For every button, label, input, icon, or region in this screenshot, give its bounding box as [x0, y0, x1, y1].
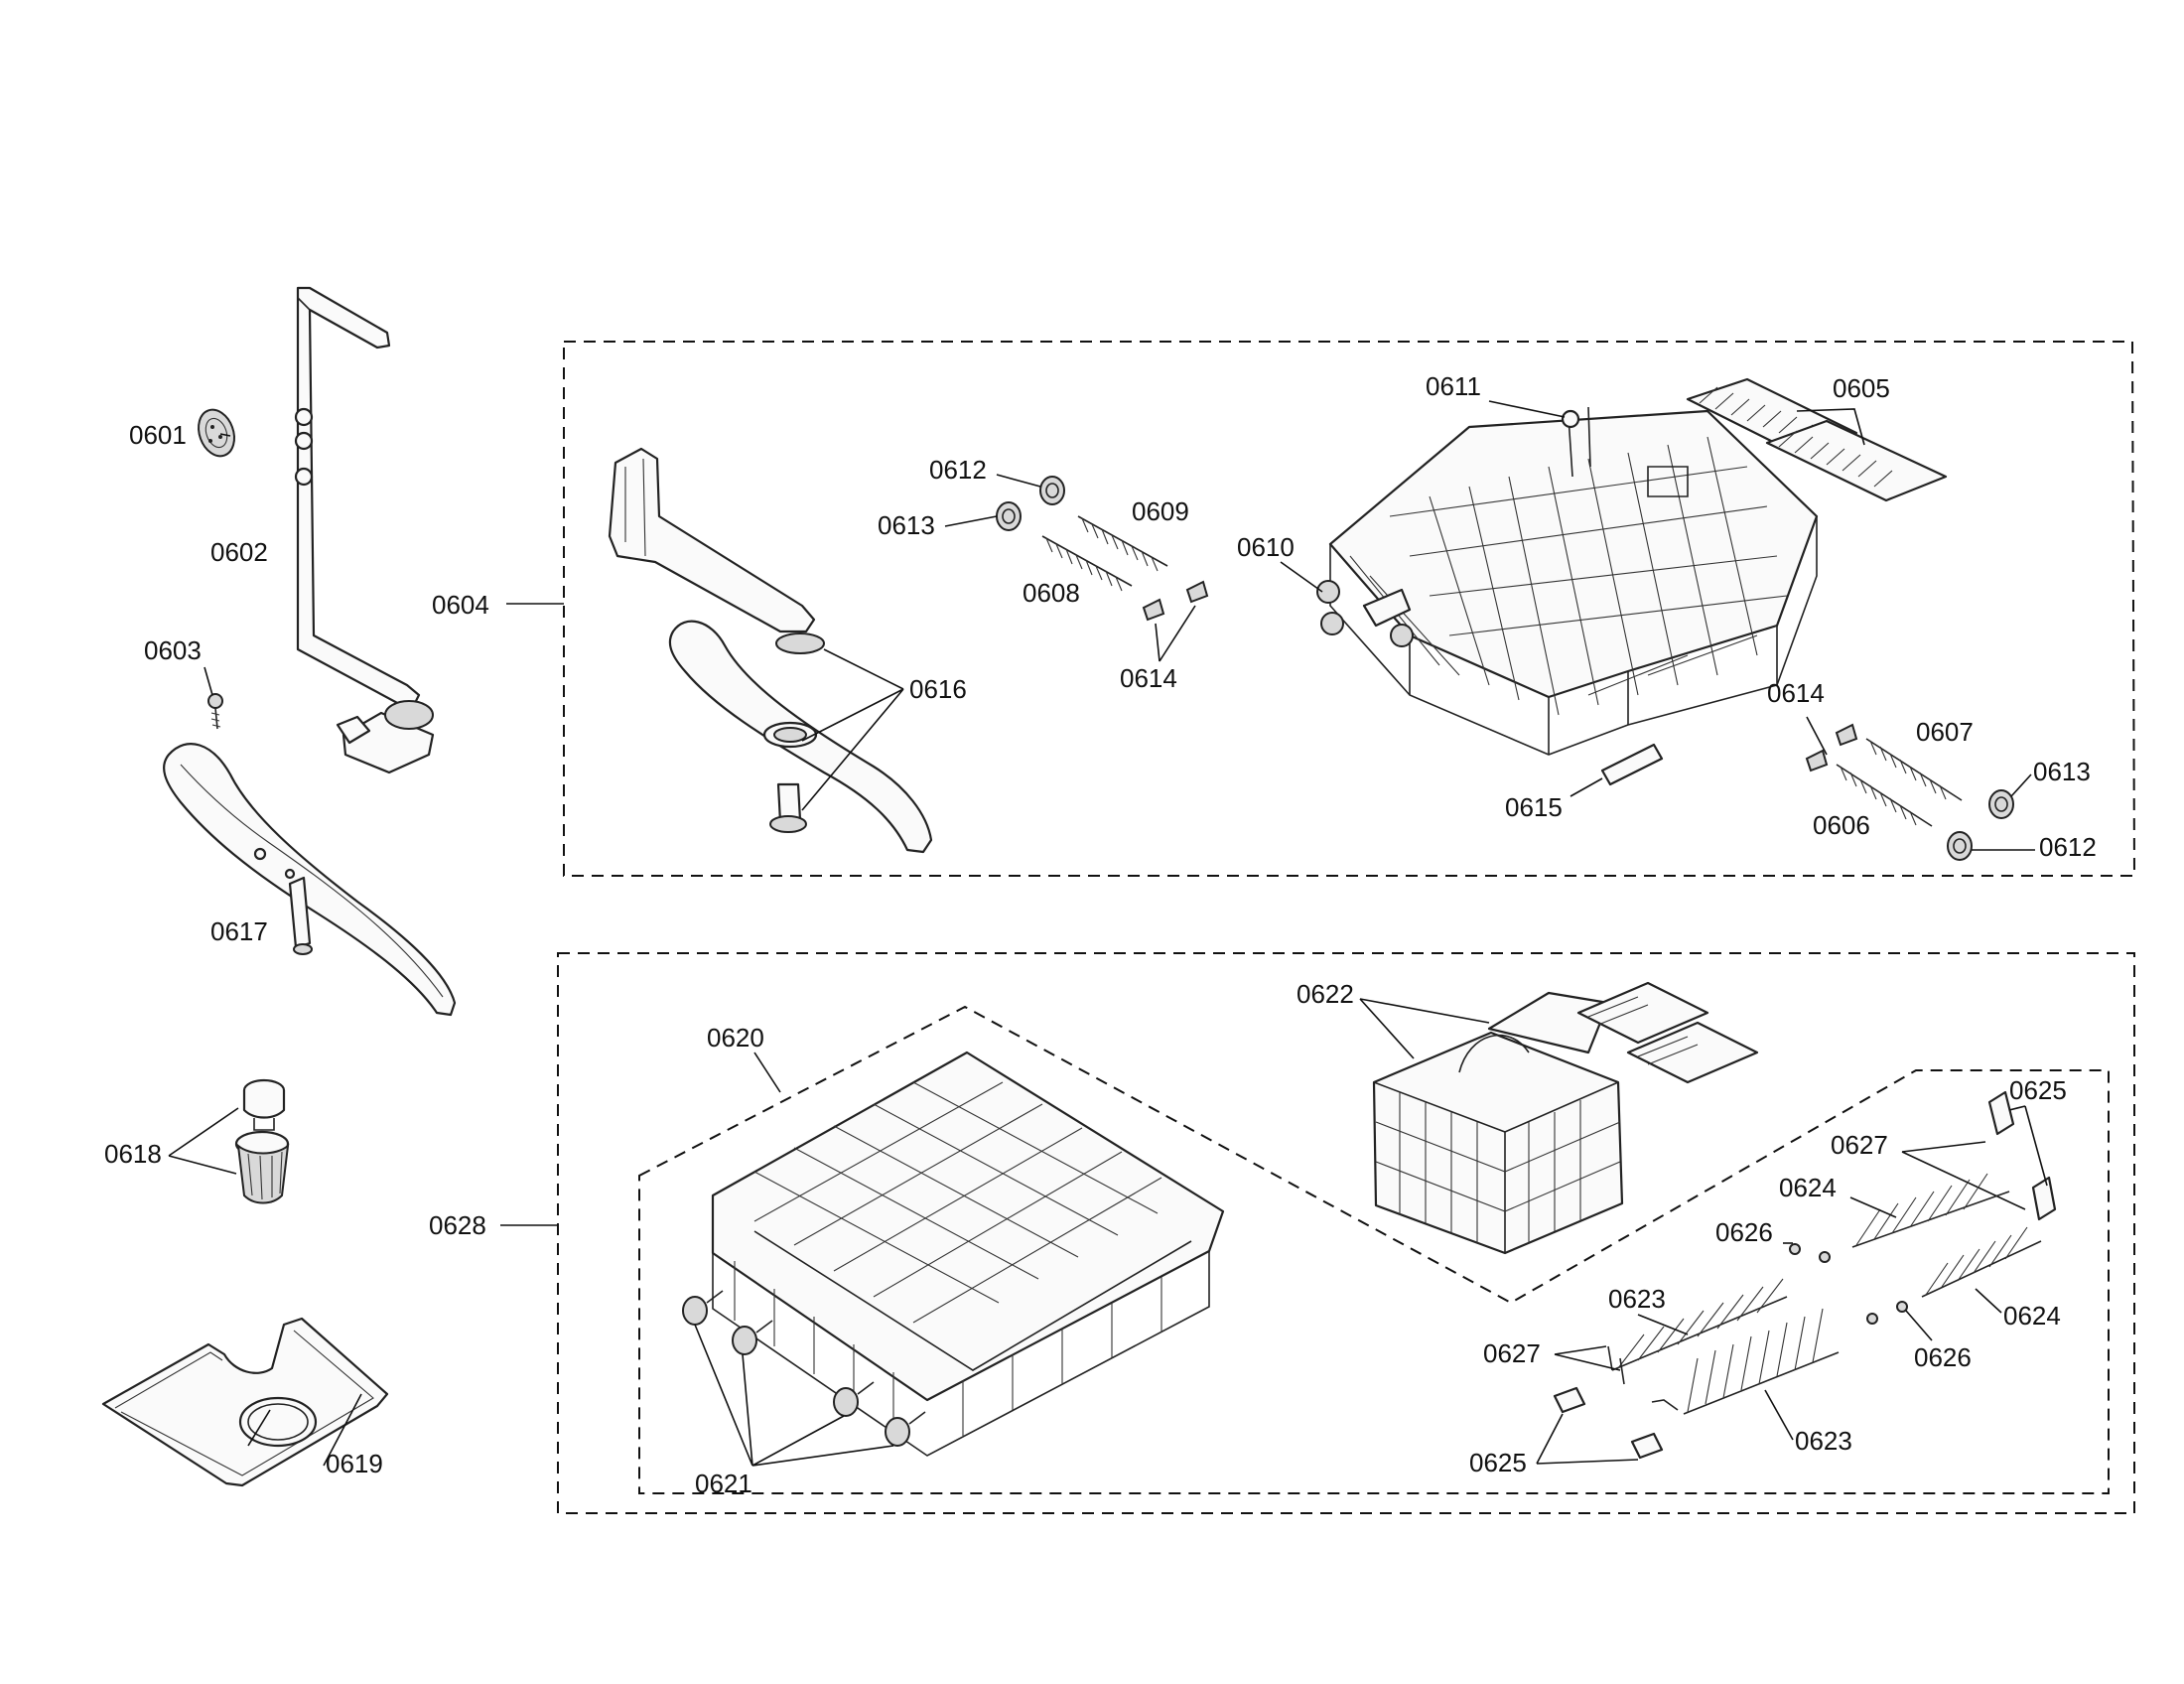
label-0617: 0617: [210, 916, 268, 946]
label-0624-upper: 0624: [1779, 1173, 1837, 1202]
part-0623-tine-row-upper: [1611, 1278, 1788, 1371]
part-0616-upper-spray-arm: [608, 447, 933, 854]
part-0615-handle: [1600, 743, 1664, 786]
label-0621: 0621: [695, 1469, 752, 1498]
part-0606-shelf: [1836, 764, 1933, 827]
label-0619: 0619: [326, 1449, 383, 1478]
part-0619-filter-plate: [101, 1317, 389, 1487]
label-0627-lower: 0627: [1483, 1338, 1541, 1368]
lower-rack-inner-outline: [638, 1005, 2110, 1494]
label-0613-right: 0613: [2033, 757, 2091, 786]
label-0602: 0602: [210, 537, 268, 567]
label-0614-upper: 0614: [1120, 663, 1177, 693]
part-0617-lower-spray-arm: [163, 743, 457, 1017]
part-0627-pins-lower: [1607, 1345, 1625, 1385]
label-0625-lower: 0625: [1469, 1448, 1527, 1477]
part-0612-roller-upper: [1039, 476, 1065, 505]
label-0606: 0606: [1813, 810, 1870, 840]
label-0623-lower: 0623: [1795, 1426, 1852, 1456]
part-0605-tine-rows: [1686, 377, 1948, 502]
label-0603: 0603: [144, 635, 202, 665]
label-0623-upper: 0623: [1608, 1284, 1666, 1314]
label-0614-right: 0614: [1767, 678, 1825, 708]
label-0610: 0610: [1237, 532, 1295, 562]
label-0616: 0616: [909, 674, 967, 704]
label-0604: 0604: [432, 590, 489, 620]
label-0625-upper: 0625: [2009, 1075, 2067, 1105]
lower-rack-group-border: [557, 952, 2135, 1514]
part-0626-clips-upper: [1789, 1243, 1831, 1263]
label-0622: 0622: [1297, 979, 1354, 1009]
label-0615: 0615: [1505, 792, 1563, 822]
label-0626-upper: 0626: [1715, 1217, 1773, 1247]
part-0626-clips-lower: [1866, 1301, 1908, 1325]
label-0611: 0611: [1426, 371, 1481, 401]
part-0601-cap: [198, 408, 235, 458]
part-0611-upper-rack: [1328, 406, 1819, 756]
part-0610-rack-rollers: [1316, 580, 1414, 647]
part-0602-supply-tube: [294, 286, 435, 774]
part-0613-roller-right: [1988, 789, 2014, 819]
part-0618-filter: [234, 1078, 290, 1204]
part-0614-clip-upper: [1142, 580, 1209, 622]
label-0627-upper: 0627: [1831, 1130, 1888, 1160]
label-0626-lower: 0626: [1914, 1342, 1972, 1372]
part-0621-wheels: [682, 1290, 926, 1447]
part-0624-tine-row-lower: [1921, 1226, 2042, 1298]
part-0614-clip-right: [1805, 723, 1858, 772]
label-0620: 0620: [707, 1023, 764, 1052]
label-0628: 0628: [429, 1210, 486, 1240]
part-0623-tine-row-lower: [1651, 1308, 1840, 1415]
part-0622-cutlery-basket: [1372, 981, 1759, 1255]
part-0624-tine-row-upper: [1851, 1173, 2010, 1248]
part-0620-lower-rack: [711, 1051, 1225, 1457]
part-0603-screw: [207, 693, 223, 730]
label-0612-upper: 0612: [929, 455, 987, 485]
label-0607: 0607: [1916, 717, 1974, 747]
part-0612-roller-right: [1947, 831, 1973, 861]
part-0607-shelf: [1865, 738, 1963, 801]
part-0608-shelf: [1041, 535, 1133, 592]
part-0625-hinges-lower: [1553, 1386, 1664, 1460]
part-0625-hinges-upper: [1987, 1090, 2057, 1221]
label-0605: 0605: [1833, 373, 1890, 403]
label-0608: 0608: [1023, 578, 1080, 608]
label-0624-lower: 0624: [2003, 1301, 2061, 1331]
label-0609: 0609: [1132, 496, 1189, 526]
label-0618: 0618: [104, 1139, 162, 1169]
label-0612-right: 0612: [2039, 832, 2097, 862]
label-0601: 0601: [129, 420, 187, 450]
part-0609-shelf: [1077, 515, 1168, 572]
label-0613-upper: 0613: [878, 510, 935, 540]
part-0613-roller-upper: [996, 501, 1022, 531]
